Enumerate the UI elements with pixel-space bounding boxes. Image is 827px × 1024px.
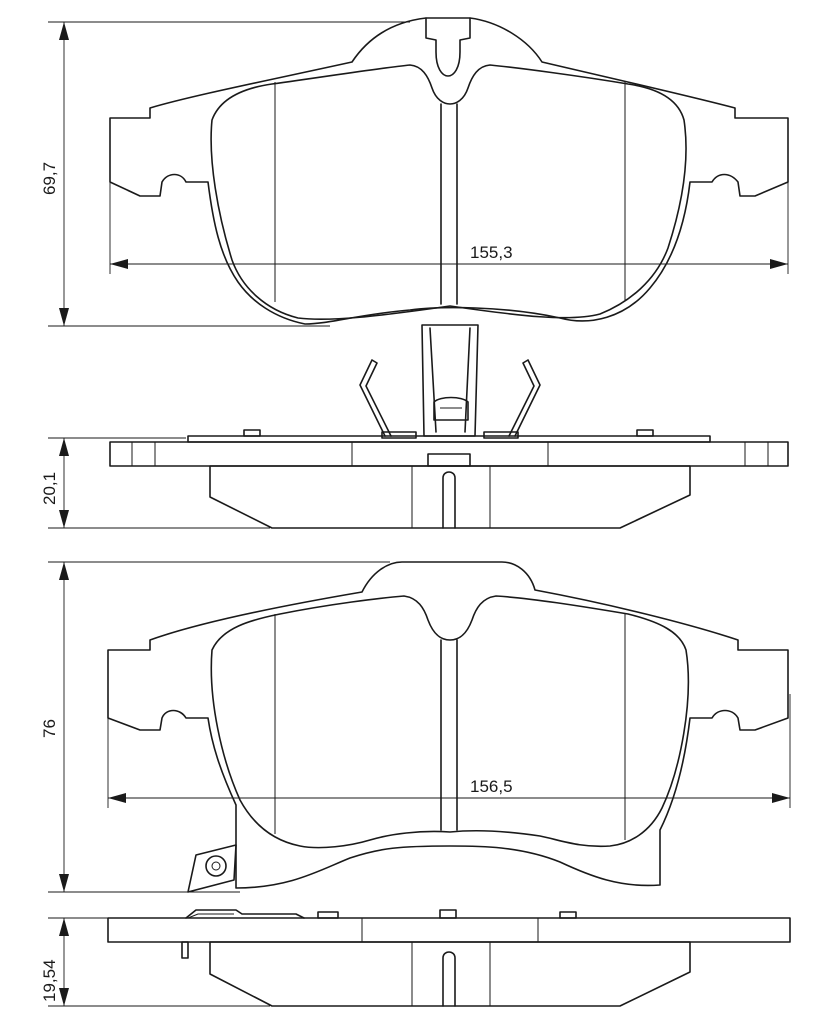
lower-pad-side-backing (107, 917, 791, 943)
dimension-upper-pad-width: 155,3 (109, 160, 789, 274)
lower-pad-friction-material (210, 595, 690, 849)
lower-pad-thickness-label: 19,54 (40, 959, 59, 1002)
upper-pad-left-spring (359, 359, 392, 437)
upper-pad-right-spring (508, 359, 541, 437)
lower-pad-height-label: 76 (40, 719, 59, 738)
upper-pad-side-friction (209, 465, 691, 529)
upper-pad-top-notch (425, 17, 471, 77)
upper-pad-thickness-label: 20,1 (40, 472, 59, 505)
lower-pad-sensor-connector (187, 844, 237, 893)
lower-pad-side-friction (209, 941, 691, 1007)
lower-pad-side-view (107, 909, 791, 1007)
dimension-upper-pad-thickness: 20,1 (40, 437, 270, 529)
lower-pad-backing-plate (107, 561, 789, 889)
upper-pad-friction-material (210, 64, 687, 321)
lower-pad-width-label: 156,5 (470, 777, 513, 796)
dimension-lower-pad-width: 156,5 (107, 694, 791, 808)
upper-pad-backing-plate (109, 17, 789, 325)
upper-pad-center-groove (440, 103, 458, 305)
lower-pad-wire-clip (185, 909, 305, 919)
upper-pad-front-view (109, 17, 789, 325)
upper-pad-height-label: 69,7 (40, 162, 59, 195)
dimension-lower-pad-height: 76 (40, 561, 390, 893)
dimension-lower-pad-thickness: 19,54 (40, 917, 270, 1007)
lower-pad-front-view (107, 561, 789, 893)
upper-pad-segment-lines (274, 82, 626, 302)
upper-pad-width-label: 155,3 (470, 243, 513, 262)
dimension-upper-pad-height: 69,7 (40, 21, 410, 327)
upper-pad-side-view (109, 324, 789, 529)
